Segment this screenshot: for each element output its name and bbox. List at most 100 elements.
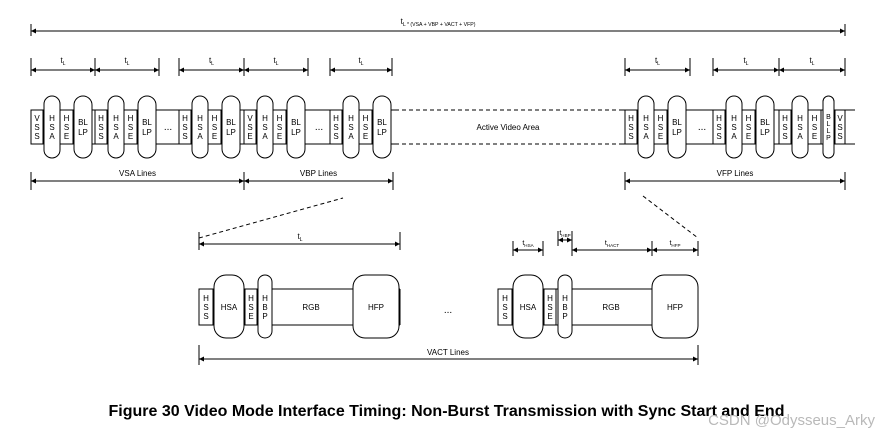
vbp-hss-2-char-1: S <box>333 123 338 132</box>
tl-7-head-right <box>774 67 779 73</box>
vse-packet-char-1: S <box>247 123 252 132</box>
detail-rgb-1-label: RGB <box>302 303 319 312</box>
t-hact-head-right <box>647 247 652 253</box>
tl-6-label: tL <box>655 56 660 67</box>
detail-hss-2-char-2: S <box>502 312 507 321</box>
vsa-hss-3-char-2: S <box>182 132 187 141</box>
total-time-label: tL * (VSA + VBP + VACT + VFP) <box>401 17 476 28</box>
tl-4-head-left <box>244 67 249 73</box>
vsa-blanking-1-capsule <box>73 95 93 159</box>
tl-1-head-right <box>90 67 95 73</box>
vfp-hsa-1-char-2: A <box>643 132 649 141</box>
vfp-hse-2-box <box>741 109 756 145</box>
figure-caption: Figure 30 Video Mode Interface Timing: N… <box>108 403 785 420</box>
vsa-hse-1-box <box>59 109 74 145</box>
vsa-hss-3-char-0: H <box>182 114 188 123</box>
vsa-blanking-2-capsule <box>137 95 157 159</box>
vsa-hss-3-box <box>178 109 192 145</box>
vfp-hss-3-box <box>778 109 792 145</box>
vbp-hsa-2-char-2: A <box>348 132 354 141</box>
detail-hss-2-box <box>497 288 513 326</box>
vbp-hsa-2-char-1: S <box>348 123 353 132</box>
detail-hfp-2-label: HFP <box>667 303 683 312</box>
vfp-blanking-1-lp: LP <box>672 128 682 137</box>
vsa-hse-2-char-1: S <box>128 123 133 132</box>
vbp-lines-head-right <box>388 178 393 184</box>
detail-ellipsis: ... <box>444 305 452 316</box>
vfp-hse-1-char-0: H <box>658 114 664 123</box>
t-hfp-label: tHFP <box>669 240 680 248</box>
zoom-line-right <box>642 195 699 239</box>
detail-hfp-1-label: HFP <box>368 303 384 312</box>
detail-tl-label: tL <box>297 232 302 243</box>
tl-7-label: tL <box>743 56 748 67</box>
vfp-blanking-1-capsule <box>667 95 687 159</box>
vbp-hse-2-box <box>358 109 373 145</box>
vss-packet-end-box <box>834 109 846 145</box>
vsa-hsa-1-char-0: H <box>49 114 55 123</box>
vsa-hse-1-char-2: E <box>64 132 69 141</box>
vfp-hse-3-char-0: H <box>812 114 818 123</box>
vsa-hse-2-box <box>123 109 138 145</box>
vfp-hse-2-char-0: H <box>746 114 752 123</box>
vfp-hss-3-char-2: S <box>782 132 787 141</box>
detail-rgb-2-label: RGB <box>602 303 619 312</box>
vfp-hsa-2-char-2: A <box>731 132 737 141</box>
active-area-label: Active Video Area <box>476 123 540 132</box>
vbp-lines-head-left <box>244 178 249 184</box>
vsa-hsa-3-char-1: S <box>197 123 202 132</box>
vfp-hse-1-char-1: S <box>658 123 663 132</box>
vsa-hss-2-char-1: S <box>98 123 103 132</box>
vsa-blanking-3-bl: BL <box>226 118 236 127</box>
tl-2-head-right <box>154 67 159 73</box>
vbp-hss-2-char-2: S <box>333 132 338 141</box>
detail-hfp-1-capsule <box>352 274 400 339</box>
tl-4-head-right <box>303 67 308 73</box>
detail-hse-2-char-1: S <box>547 303 552 312</box>
vbp-hse-2-char-0: H <box>363 114 369 123</box>
detail-hsa-1-label: HSA <box>221 303 238 312</box>
detail-hbp-1-char-2: P <box>262 312 267 321</box>
vbp-hse-1-box <box>272 109 287 145</box>
zoom-line-left <box>198 197 344 239</box>
t-hact-label: tHACT <box>605 240 620 248</box>
t-hfp-head-right <box>693 247 698 253</box>
vact-label: VACT Lines <box>427 348 469 357</box>
detail-hse-2-box <box>543 288 557 326</box>
vfp-hsa-3-char-1: S <box>797 123 802 132</box>
vfp-hsa-2-char-1: S <box>731 123 736 132</box>
detail-hss-2-char-0: H <box>502 294 508 303</box>
vsa-hse-1-char-1: S <box>64 123 69 132</box>
vfp-hsa-1-char-1: S <box>643 123 648 132</box>
t-hbp-head-right <box>567 237 572 243</box>
vfp-blanking-2-bl: BL <box>760 118 770 127</box>
vfp-hss-1-char-0: H <box>628 114 634 123</box>
watermark: CSDN @Odysseus_Arky <box>708 412 875 429</box>
vss-packet-end-char-2: S <box>837 132 842 141</box>
vbp-hse-2-char-1: S <box>363 123 368 132</box>
vbp-lines-label: VBP Lines <box>300 169 337 178</box>
detail-hse-2-char-0: H <box>547 294 553 303</box>
vsa-hsa-2-char-1: S <box>113 123 118 132</box>
detail-hse-1-char-1: S <box>248 303 253 312</box>
tl-7-head-left <box>713 67 718 73</box>
vsa-hsa-3-char-2: A <box>197 132 203 141</box>
vss-packet-end-char-1: S <box>837 123 842 132</box>
vfp-hss-1-char-2: S <box>628 132 633 141</box>
vfp-hse-3-char-2: E <box>812 132 817 141</box>
vbp-hse-2-char-2: E <box>363 132 368 141</box>
vsa-hss-2-box <box>94 109 108 145</box>
vfp-lines-label: VFP Lines <box>717 169 754 178</box>
tl-2-head-left <box>95 67 100 73</box>
vsa-hse-3-char-1: S <box>212 123 217 132</box>
t-hact-head-left <box>572 247 577 253</box>
tl-6-head-left <box>625 67 630 73</box>
vfp-blanking-narrow-char-3: P <box>826 135 831 142</box>
detail-hse-1-char-2: E <box>248 312 253 321</box>
detail-hse-2-char-2: E <box>547 312 552 321</box>
detail-hss-1-char-1: S <box>203 303 208 312</box>
t-hsa-label: tHSA <box>522 240 534 248</box>
detail-hss-2-char-1: S <box>502 303 507 312</box>
total-time-head-right <box>840 28 845 34</box>
vfp-hsa-1-char-0: H <box>643 114 649 123</box>
